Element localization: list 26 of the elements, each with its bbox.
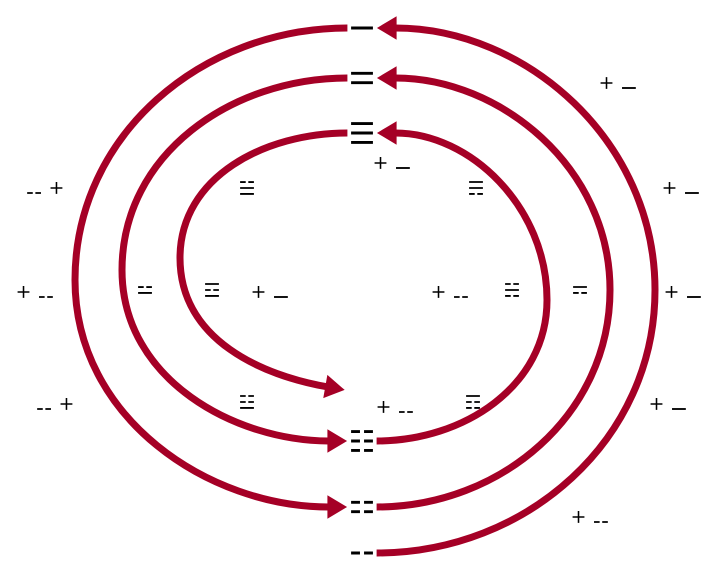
trigram-symbol: ⚊ [351, 26, 373, 30]
symbol-label: ⚋ + [27, 182, 62, 194]
symbol-label: ☶ [466, 395, 480, 409]
symbol-label: + ⚊ [252, 286, 288, 298]
symbol-label: + ⚋ [378, 401, 413, 413]
symbol-label: ⚍ [138, 286, 152, 294]
symbol-label: + ⚊ [650, 398, 686, 410]
symbol-label: + ⚋ [572, 511, 608, 523]
trigram-symbol: ⚌ [351, 72, 373, 84]
trigram-symbol: ⚋ [351, 552, 373, 554]
symbol-label: ☲ [205, 283, 219, 297]
symbol-label: ☵ [505, 283, 519, 297]
symbol-label: ☳ [240, 395, 254, 409]
symbol-label: + ⚋ [432, 286, 468, 298]
trigram-symbol: ☷ [351, 430, 373, 452]
symbol-label: ⚋ + [37, 398, 72, 410]
trigram-symbol: ⚏ [351, 500, 373, 514]
trigram-symbol: ☰ [351, 122, 373, 144]
symbol-label: ☱ [240, 181, 254, 195]
symbol-label: + ⚊ [600, 77, 636, 89]
symbol-label: + ⚊ [666, 286, 701, 298]
symbol-label: + ⚊ [374, 157, 410, 169]
symbol-label: + ⚊ [664, 182, 699, 194]
symbol-label: ☴ [469, 181, 483, 195]
symbol-label: + ⚋ [18, 286, 53, 298]
symbol-label: ⚎ [573, 286, 587, 294]
